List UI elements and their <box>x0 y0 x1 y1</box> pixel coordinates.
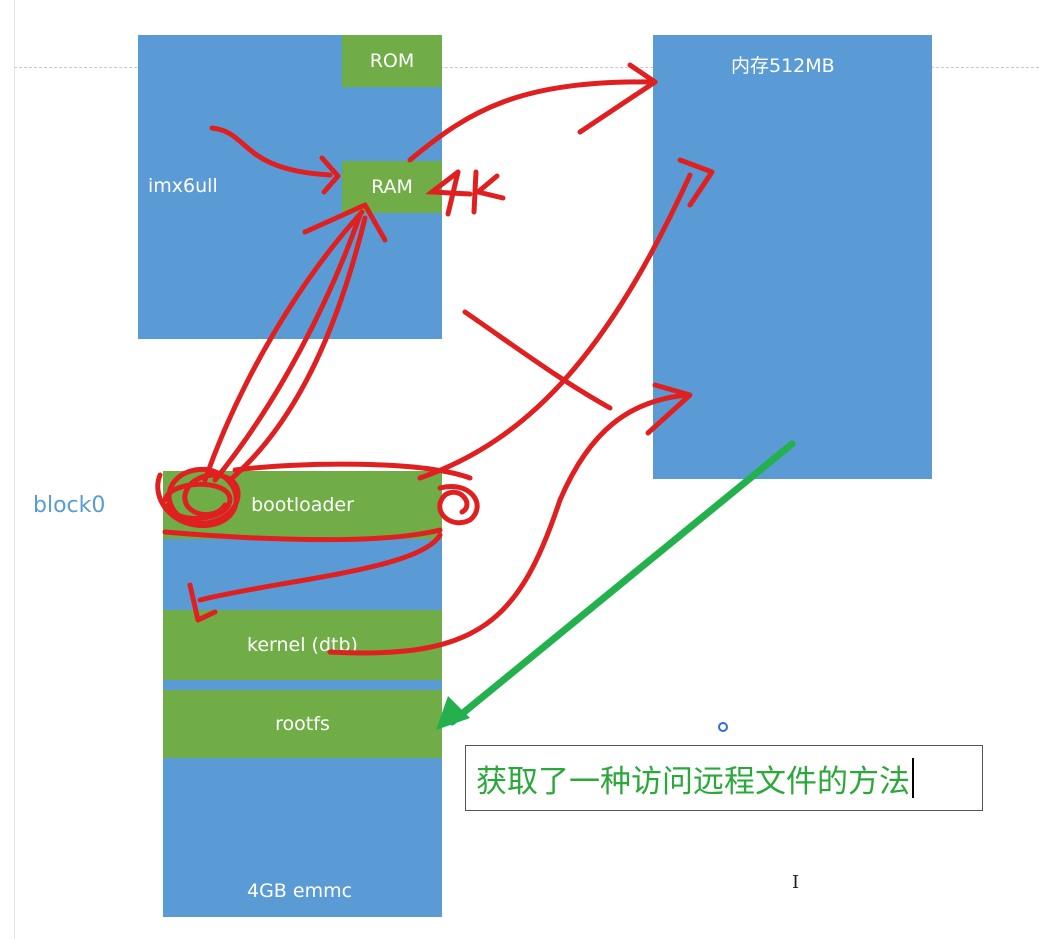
arrow-to-ram-head <box>319 155 341 195</box>
arrow-bootloader-to-memory-head <box>677 157 715 208</box>
page-break-dashed-line <box>14 67 1039 68</box>
memory-label: 内存512MB <box>731 55 835 77</box>
spinner-icon <box>718 722 728 732</box>
rootfs-label: rootfs <box>275 713 330 735</box>
rootfs-block: rootfs <box>163 690 442 758</box>
arrow-bootloader-to-ram-2 <box>212 212 363 483</box>
rom-block: ROM <box>342 35 442 87</box>
note-text: 获取了一种访问远程文件的方法 <box>476 763 910 800</box>
arrow-kernel-to-memory <box>327 392 691 656</box>
ibeam-cursor-icon: I <box>792 872 800 893</box>
note-textbox[interactable]: 获取了一种访问远程文件的方法 <box>465 745 983 811</box>
imx6ull-label: imx6ull <box>148 175 218 197</box>
ram-block: RAM <box>342 161 442 213</box>
kernel-block: kernel (dtb) <box>163 610 442 680</box>
arrow-ram-to-memory-head <box>577 62 658 135</box>
emmc-storage-label: 4GB emmc <box>247 880 353 902</box>
green-arrow-to-rootfs <box>448 440 796 726</box>
page-margin-line <box>14 0 15 939</box>
arrow-ram-to-memory <box>407 79 658 163</box>
rom-label: ROM <box>369 50 415 72</box>
bootloader-label: bootloader <box>251 494 354 516</box>
arrow-loop-to-kernel <box>197 532 443 603</box>
ram-label: RAM <box>371 176 413 198</box>
annotation-4k <box>425 169 506 217</box>
green-arrow-head <box>436 696 470 730</box>
arrow-bootloader-to-ram-head <box>302 202 388 243</box>
arrow-to-ram <box>209 125 333 178</box>
memory-block: 内存512MB <box>653 35 932 479</box>
arrow-loop-to-kernel-head <box>187 582 218 623</box>
arrow-ram-to-memory-lower <box>462 309 613 411</box>
bootloader-topline <box>232 461 473 481</box>
scribble-bootloader <box>155 466 241 529</box>
scribble-bootloader-right <box>437 484 480 526</box>
arrow-bootloader-to-ram-3 <box>227 215 368 483</box>
arrow-bootloader-to-memory <box>417 172 693 481</box>
text-caret <box>912 758 914 798</box>
arrow-kernel-to-memory-head <box>645 382 693 436</box>
bootloader-underline <box>162 527 443 543</box>
arrow-bootloader-to-ram-1 <box>202 209 365 483</box>
block0-label: block0 <box>33 493 106 518</box>
